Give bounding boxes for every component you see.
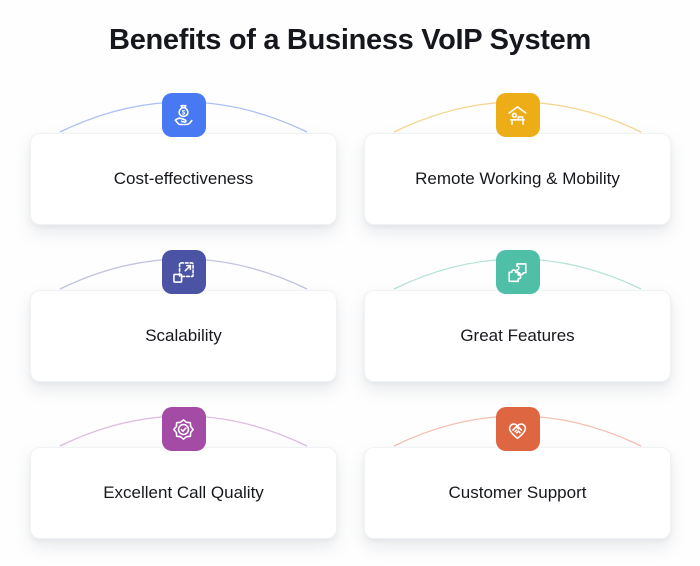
page-title: Benefits of a Business VoIP System [109, 24, 591, 56]
card-body: Scalability [30, 290, 337, 382]
card-body: Cost-effectiveness [30, 133, 337, 225]
card-body: Remote Working & Mobility [364, 133, 671, 225]
handshake-heart-icon [495, 407, 540, 451]
svg-text:$: $ [182, 110, 186, 116]
card-label: Excellent Call Quality [103, 483, 264, 502]
work-from-home-icon [495, 93, 540, 137]
benefit-card-call-quality: Excellent Call Quality [30, 402, 337, 539]
benefit-card-scalability: Scalability [30, 245, 337, 382]
benefit-card-remote-working: Remote Working & Mobility [364, 88, 671, 225]
card-label: Cost-effectiveness [113, 169, 254, 188]
card-body: Customer Support [364, 447, 671, 539]
card-label: Scalability [145, 326, 222, 345]
scale-expand-icon [161, 250, 206, 294]
card-body: Excellent Call Quality [30, 447, 337, 539]
card-label: Customer Support [448, 483, 587, 502]
puzzle-pieces-icon [495, 250, 540, 294]
card-label: Remote Working & Mobility [415, 169, 620, 188]
benefit-card-great-features: Great Features [364, 245, 671, 382]
hand-money-icon: $ [161, 93, 206, 137]
quality-badge-icon [161, 407, 206, 451]
benefit-card-cost-effectiveness: $ Cost-effectiveness [30, 88, 337, 225]
card-label: Great Features [460, 326, 575, 345]
card-body: Great Features [364, 290, 671, 382]
benefit-card-customer-support: Customer Support [364, 402, 671, 539]
